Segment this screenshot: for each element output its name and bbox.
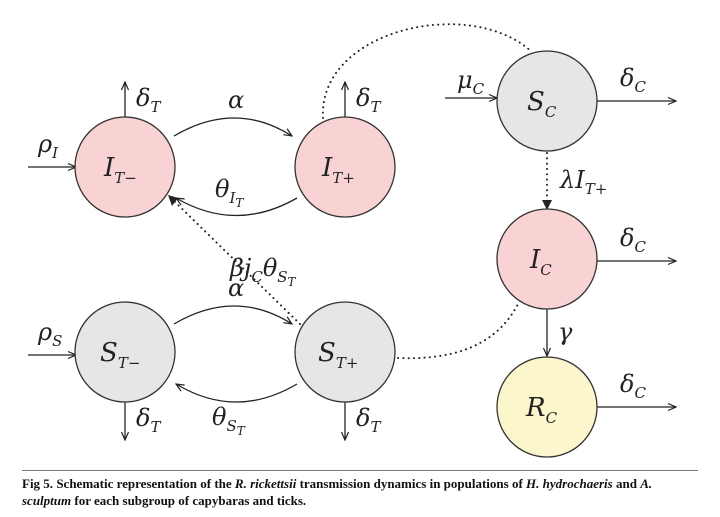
label-rho-s: ρS [37, 318, 62, 350]
label-alpha-infected: α [228, 86, 244, 114]
dotted-arrowhead-sc-ic [542, 200, 552, 210]
node-st-minus: ST− [74, 301, 176, 403]
node-ic: IC [496, 208, 598, 310]
svg-text:IC: IC [529, 245, 552, 279]
node-sc: SC [496, 50, 598, 152]
label-delta-c-rc: δC [620, 370, 646, 402]
node-rc: RC [496, 356, 598, 458]
label-delta-c-ic: δC [620, 224, 646, 256]
label-rho-i: ρI [37, 130, 59, 162]
svg-text:IT−: IT− [103, 153, 137, 187]
node-it-plus: IT+ [294, 116, 396, 218]
dotted-arrowhead-it-minus [168, 195, 178, 206]
label-theta-st: θST [212, 403, 246, 438]
label-delta-t-st-minus: δT [136, 404, 161, 436]
dotted-st-plus-to-it-minus [171, 198, 301, 325]
label-alpha-susceptible: α [228, 274, 244, 302]
label-delta-t-it-minus: δT [136, 84, 161, 116]
arrow-theta-infected [176, 198, 298, 217]
label-gamma: γ [558, 318, 573, 346]
label-theta-it: θIT [215, 175, 244, 210]
figure-caption: Fig 5. Schematic representation of the R… [22, 476, 653, 508]
arrow-alpha-infected [173, 117, 292, 136]
label-delta-t-it-plus: δT [356, 84, 381, 116]
dotted-it-plus-to-sc [321, 23, 533, 119]
node-st-plus: ST+ [294, 301, 396, 403]
label-delta-t-st-plus: δT [356, 404, 381, 436]
svg-text:IT+: IT+ [321, 153, 355, 187]
svg-text:ST−: ST− [100, 338, 140, 372]
svg-text:ST+: ST+ [318, 338, 358, 372]
svg-text:SC: SC [527, 87, 557, 121]
label-lambda: λIT+ [559, 166, 607, 198]
label-mu-c: μC [457, 66, 485, 98]
caption-fig-number: Fig 5. [22, 476, 54, 491]
transmission-diagram: IT− IT+ ST− ST+ SC IC RC ρI ρS μC δT δT … [28, 23, 720, 458]
label-beta: βjCθST [229, 254, 297, 289]
caption-divider [22, 470, 698, 471]
arrow-alpha-susceptible [173, 305, 292, 324]
node-it-minus: IT− [74, 116, 176, 218]
dotted-st-plus-to-ic [397, 303, 519, 360]
arrow-theta-susceptible [176, 384, 298, 403]
label-delta-c-sc: δC [620, 64, 646, 96]
svg-text:RC: RC [525, 393, 558, 427]
